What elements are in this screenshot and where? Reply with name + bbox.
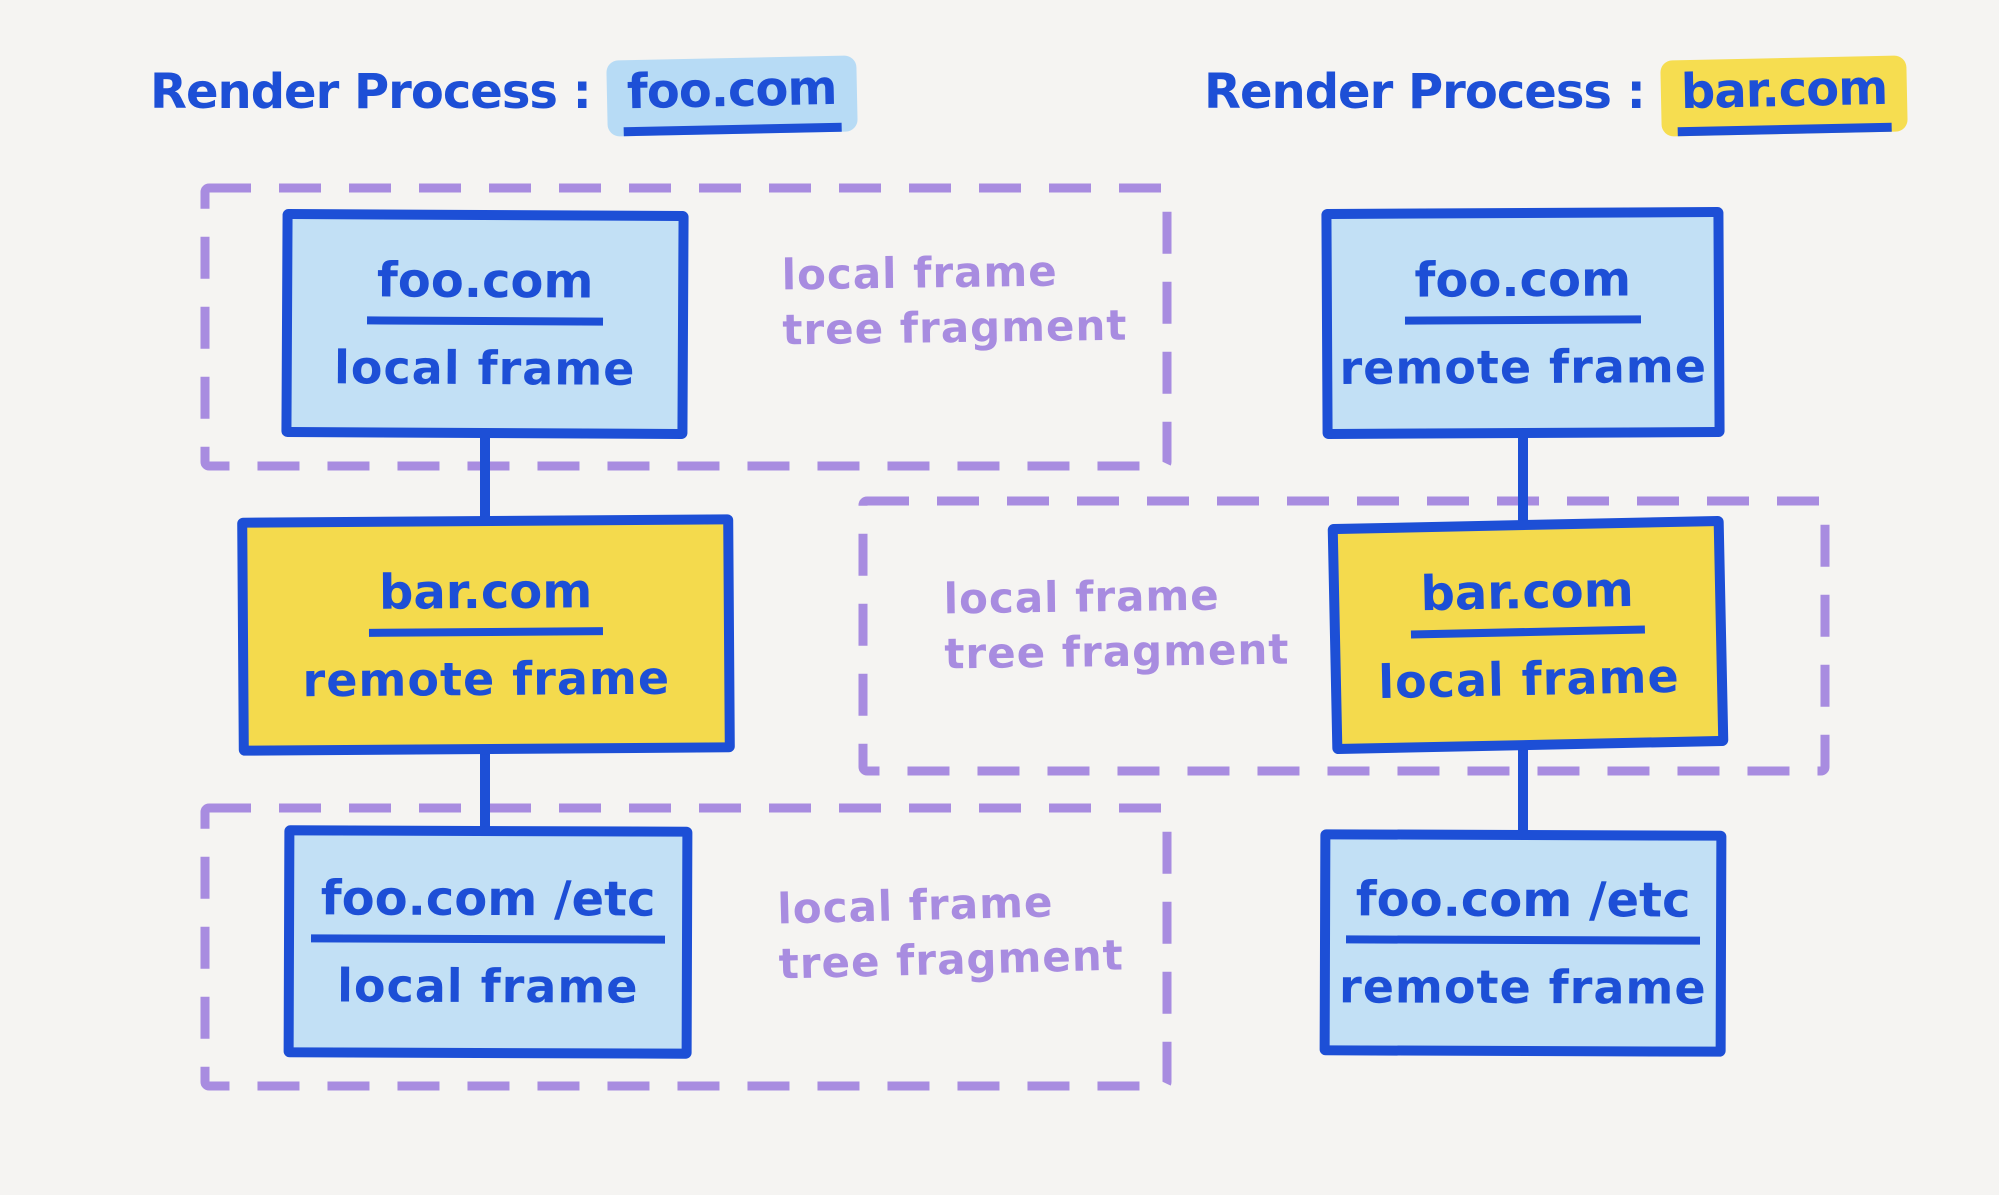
render-process-title-bar: Render Process : bar.com bbox=[1204, 55, 1908, 137]
frame-domain-label: foo.com bbox=[1404, 251, 1642, 325]
title-domain-highlight-bar: bar.com bbox=[1660, 55, 1908, 137]
frame-domain-label: foo.com /etc bbox=[1345, 871, 1701, 945]
frame-domain-label: bar.com bbox=[1409, 561, 1645, 639]
frame-domain-label: foo.com /etc bbox=[310, 870, 666, 944]
frame-connector bbox=[480, 432, 490, 524]
frame-connector bbox=[480, 746, 490, 834]
frame-tree-fragment-boundary-left-top bbox=[200, 183, 1172, 471]
frame-connector bbox=[1518, 430, 1528, 526]
frame-tree-fragment-boundary-right-middle bbox=[858, 496, 1830, 776]
frame-node-foo-etc-remote: foo.com /etc remote frame bbox=[1319, 829, 1727, 1057]
frame-type-label: remote frame bbox=[1339, 959, 1707, 1015]
title-domain-foo: foo.com bbox=[622, 59, 842, 137]
frame-type-label: remote frame bbox=[302, 650, 671, 708]
frame-type-label: local frame bbox=[1377, 648, 1681, 710]
title-domain-bar: bar.com bbox=[1676, 59, 1892, 137]
frame-tree-fragment-boundary-left-bottom bbox=[200, 803, 1172, 1091]
fragment-label: local frame tree fragment bbox=[781, 246, 1128, 354]
frame-type-label: remote frame bbox=[1339, 339, 1708, 395]
render-process-title-foo: Render Process : foo.com bbox=[150, 55, 858, 137]
frame-node-foo-etc-local: foo.com /etc local frame bbox=[283, 825, 693, 1059]
fragment-label: local frame tree fragment bbox=[943, 570, 1290, 678]
frame-node-foo-local: foo.com local frame bbox=[281, 208, 689, 440]
frame-node-bar-remote: bar.com remote frame bbox=[237, 514, 735, 756]
frame-node-foo-remote: foo.com remote frame bbox=[1321, 206, 1725, 440]
frame-domain-label: bar.com bbox=[368, 563, 603, 637]
title-domain-highlight-foo: foo.com bbox=[606, 55, 858, 137]
title-prefix: Render Process : bbox=[1204, 64, 1646, 120]
title-prefix: Render Process : bbox=[150, 64, 592, 120]
fragment-label: local frame tree fragment bbox=[776, 877, 1125, 989]
frame-connector bbox=[1518, 742, 1528, 836]
frame-type-label: local frame bbox=[337, 958, 639, 1014]
frame-node-bar-local: bar.com local frame bbox=[1327, 515, 1729, 755]
frame-type-label: local frame bbox=[333, 340, 636, 396]
frame-domain-label: foo.com bbox=[366, 252, 604, 326]
